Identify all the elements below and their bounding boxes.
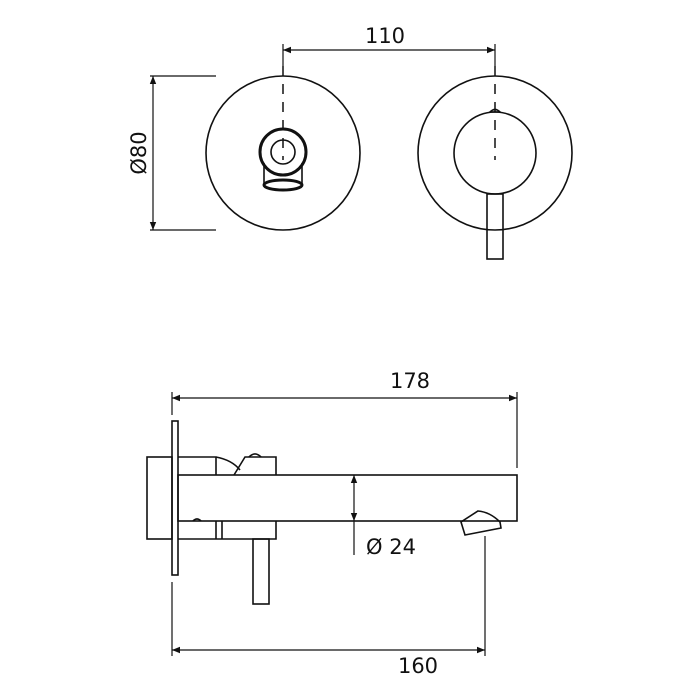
- dimension-label-24: Ø 24: [366, 535, 416, 559]
- dimension-plate-diameter: Ø80: [127, 75, 216, 231]
- front-view-spout-plate: [205, 66, 361, 231]
- front-view-mixer-plate: [417, 66, 573, 260]
- dimension-label-110: 110: [365, 24, 405, 48]
- dimension-spout-diameter: Ø 24: [350, 475, 416, 559]
- dimension-overall-length: 178: [171, 369, 518, 468]
- dimension-label-80: Ø80: [127, 131, 151, 174]
- dimension-center-distance: 110: [282, 24, 496, 66]
- dimension-label-160: 160: [398, 654, 438, 678]
- dimension-label-178: 178: [390, 369, 430, 393]
- side-view: [146, 420, 518, 605]
- dimension-spout-projection: 160: [171, 536, 486, 678]
